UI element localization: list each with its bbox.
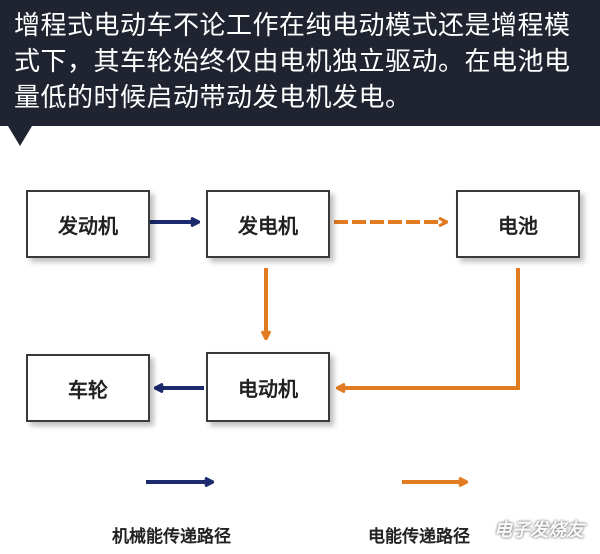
motor-node: 电动机 <box>206 352 330 422</box>
wheel-node: 车轮 <box>26 354 150 422</box>
legend-mechanical-label: 机械能传递路径 <box>112 527 231 547</box>
watermark-logo: 电子发烧友 <box>494 520 584 541</box>
engine-node: 发动机 <box>26 190 150 258</box>
banner-pointer <box>8 126 32 146</box>
battery-node: 电池 <box>456 190 580 258</box>
caption-banner: 增程式电动车不论工作在纯电动模式还是增程模式下，其车轮始终仅由电机独立驱动。在电… <box>0 0 600 126</box>
caption-text: 增程式电动车不论工作在纯电动模式还是增程模式下，其车轮始终仅由电机独立驱动。在电… <box>14 11 571 113</box>
generator-node: 发电机 <box>206 190 330 258</box>
arrow-battery-to-motor <box>338 268 520 388</box>
legend-electrical-label: 电能传递路径 <box>368 527 470 547</box>
